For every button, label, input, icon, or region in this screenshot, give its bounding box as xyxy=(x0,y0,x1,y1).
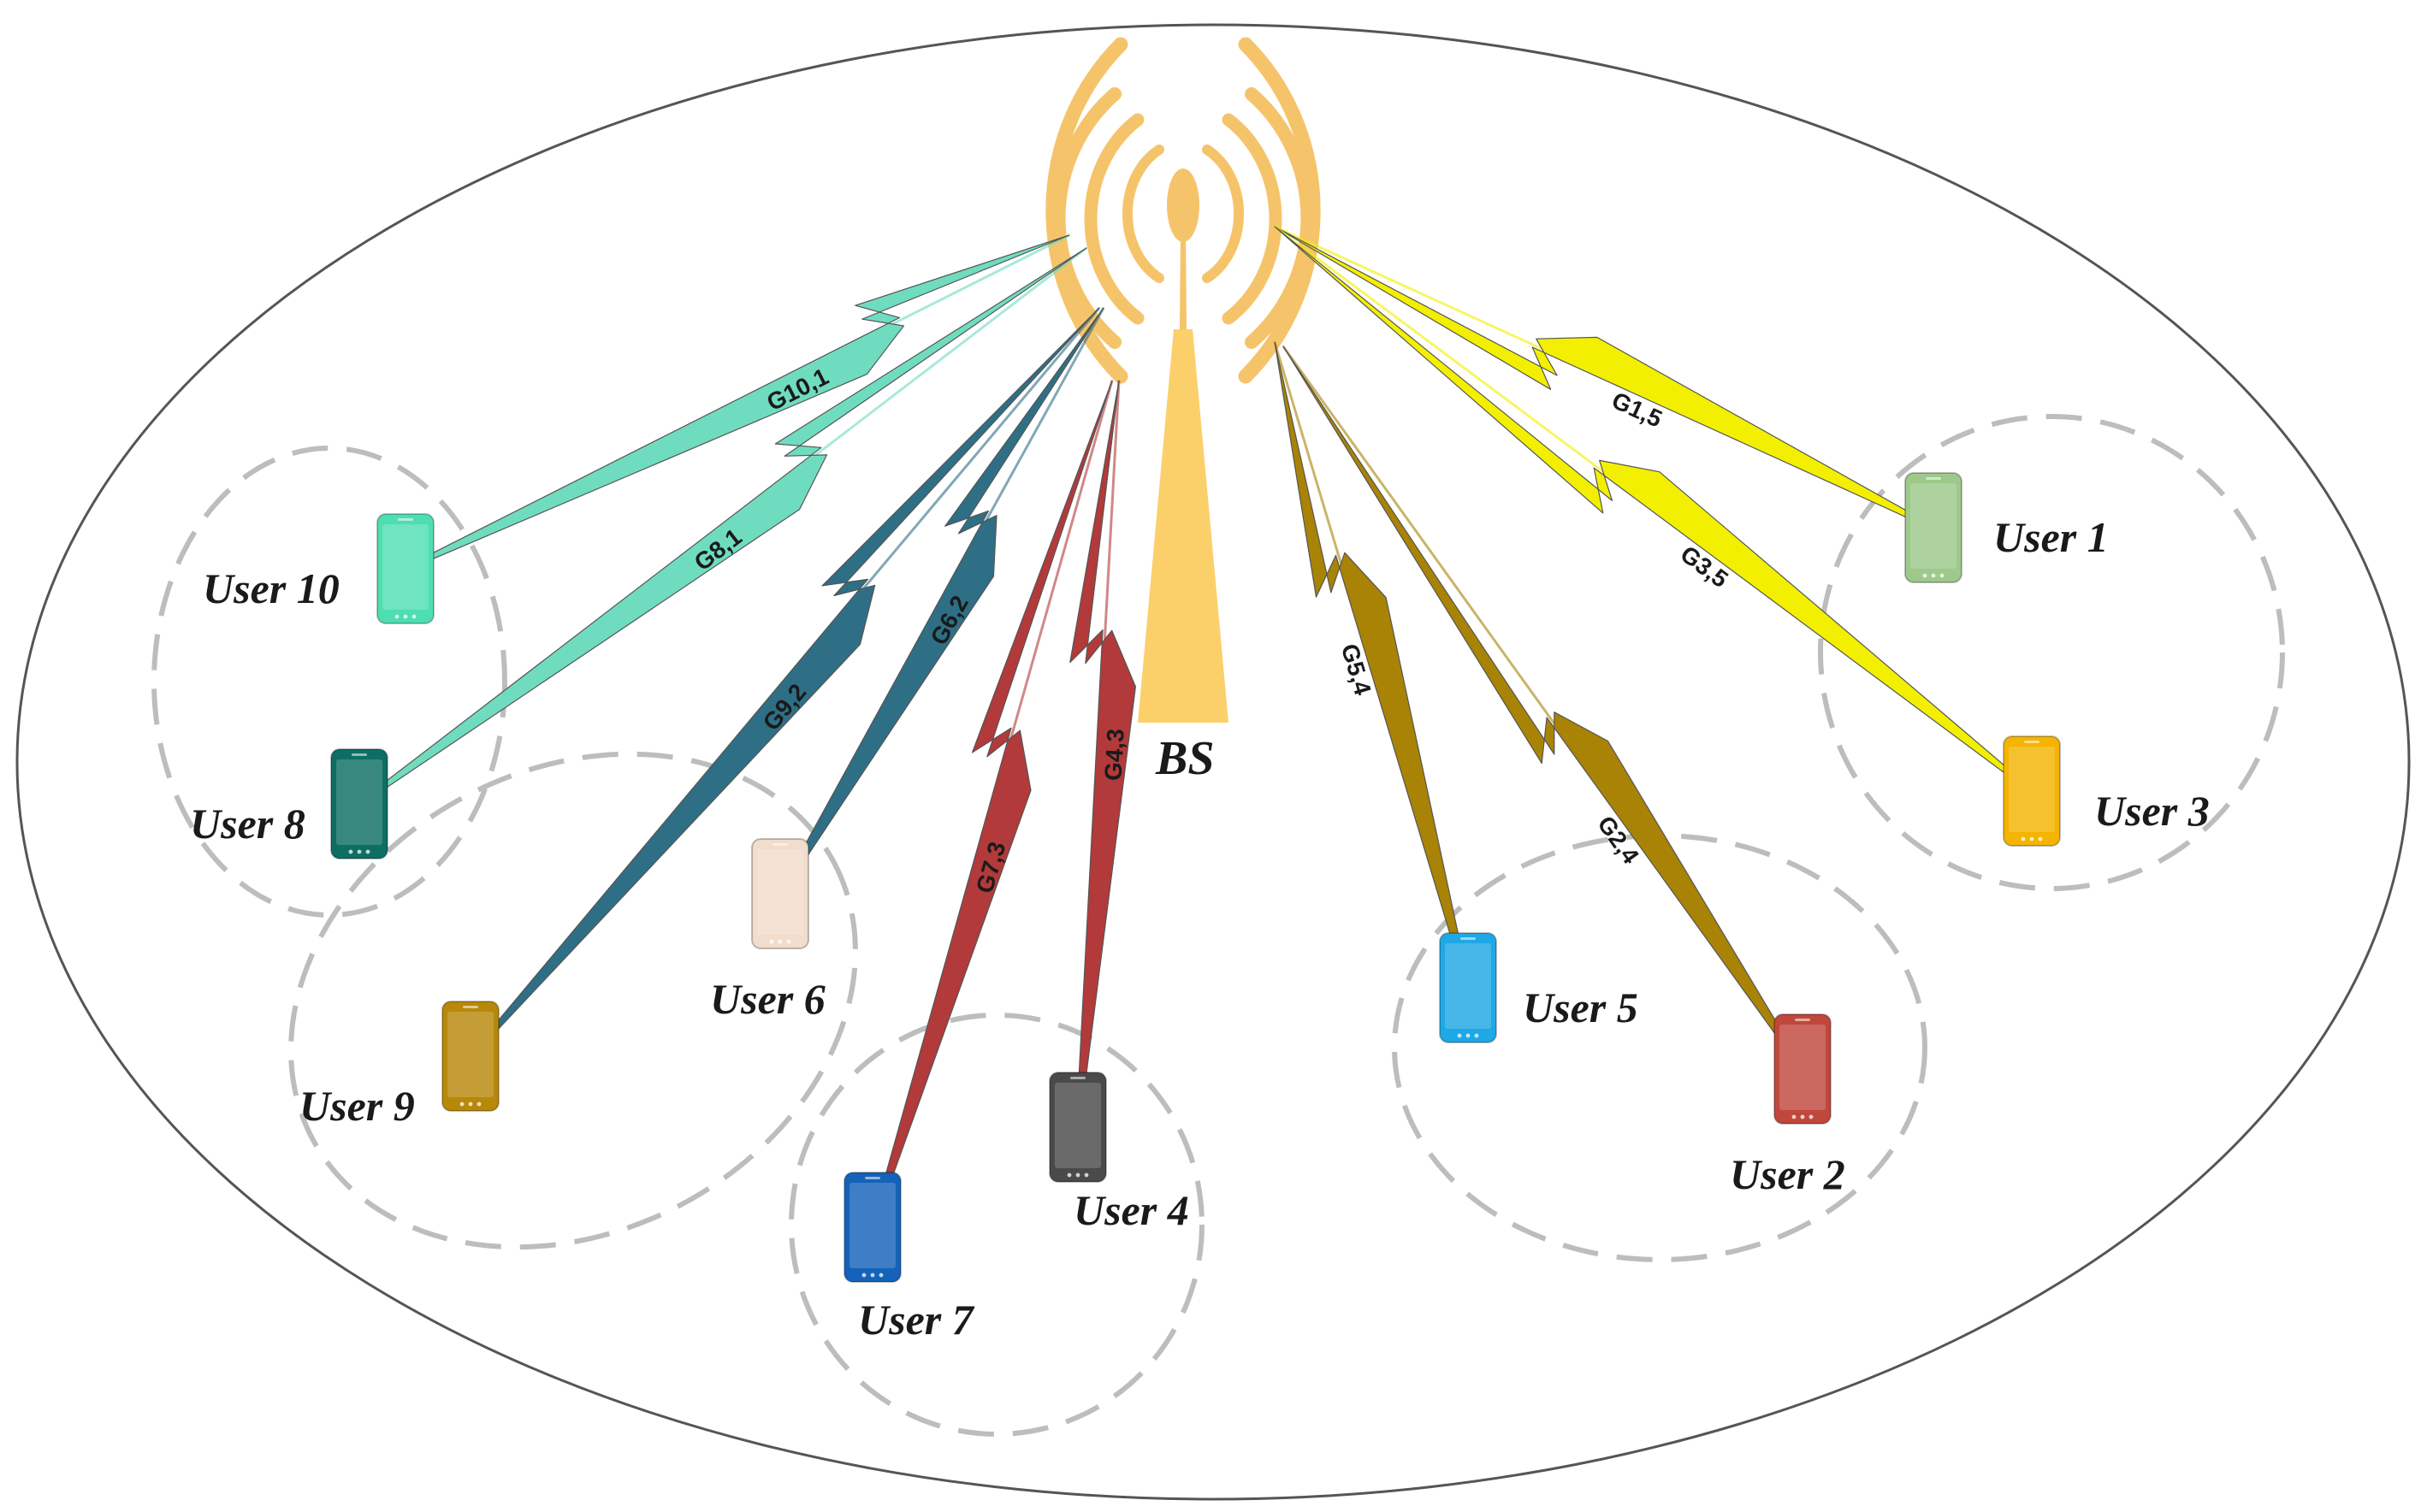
user-8: User 8 xyxy=(190,748,388,859)
bs-antenna-stem xyxy=(1180,231,1187,329)
user-1: User 1 xyxy=(1904,472,2109,583)
phone-icon xyxy=(330,748,388,859)
bs-mast xyxy=(1138,329,1228,723)
user-10: User 10 xyxy=(203,513,435,624)
phone-icon xyxy=(1904,472,1962,583)
user-7: User 7 xyxy=(844,1172,975,1344)
user-2: User 2 xyxy=(1730,1013,1845,1198)
phone-icon xyxy=(844,1172,902,1283)
cluster-1 xyxy=(151,446,507,918)
phone-icon xyxy=(1773,1013,1832,1125)
link-g5-4: G5,4 xyxy=(1273,341,1471,989)
user-label: User 9 xyxy=(299,1082,415,1130)
link-g8-1: G8,1 xyxy=(358,246,1087,806)
link-g6-2: G6,2 xyxy=(778,307,1105,895)
user-6: User 6 xyxy=(710,838,826,1023)
cluster-5 xyxy=(1818,414,2285,891)
bs-antenna-tip xyxy=(1167,168,1199,242)
phone-icon xyxy=(751,838,809,949)
user-9: User 9 xyxy=(299,1001,500,1130)
user-label: User 1 xyxy=(1993,513,2109,561)
user-label: User 3 xyxy=(2094,787,2210,835)
user-label: User 6 xyxy=(710,975,826,1023)
link-label-g7-3: G7,3 xyxy=(971,839,1010,896)
cluster-4 xyxy=(1392,833,1927,1262)
user-label: User 10 xyxy=(203,564,340,612)
phone-icon xyxy=(376,513,435,624)
cluster-2 xyxy=(288,751,858,1250)
user-devices: User 1 User 2 User 3 User 4 User 5 User 6 User… xyxy=(190,472,2210,1344)
phone-icon xyxy=(1439,932,1497,1043)
channel-links: G1,5G3,5G2,4G5,4G4,3G7,3G6,2G9,2G8,1G10,… xyxy=(358,225,2033,1229)
user-label: User 5 xyxy=(1523,983,1638,1031)
link-label-g4-3: G4,3 xyxy=(1099,728,1128,781)
user-5: User 5 xyxy=(1439,932,1638,1043)
phone-icon xyxy=(1049,1072,1107,1183)
phone-icon xyxy=(2003,735,2061,847)
user-3: User 3 xyxy=(2003,735,2210,847)
user-label: User 2 xyxy=(1730,1150,1845,1198)
cluster-3 xyxy=(789,1013,1205,1437)
cluster-boundaries xyxy=(151,414,2285,1437)
phone-icon xyxy=(441,1001,500,1112)
user-label: User 8 xyxy=(190,800,305,848)
cell-boundary xyxy=(15,23,2411,1501)
user-label: User 4 xyxy=(1074,1186,1189,1234)
base-station: BS xyxy=(1045,37,1321,785)
link-g4-3: G4,3 xyxy=(1069,380,1137,1128)
user-4: User 4 xyxy=(1049,1072,1189,1234)
user-label: User 7 xyxy=(858,1296,975,1344)
bs-label: BS xyxy=(1155,732,1215,785)
